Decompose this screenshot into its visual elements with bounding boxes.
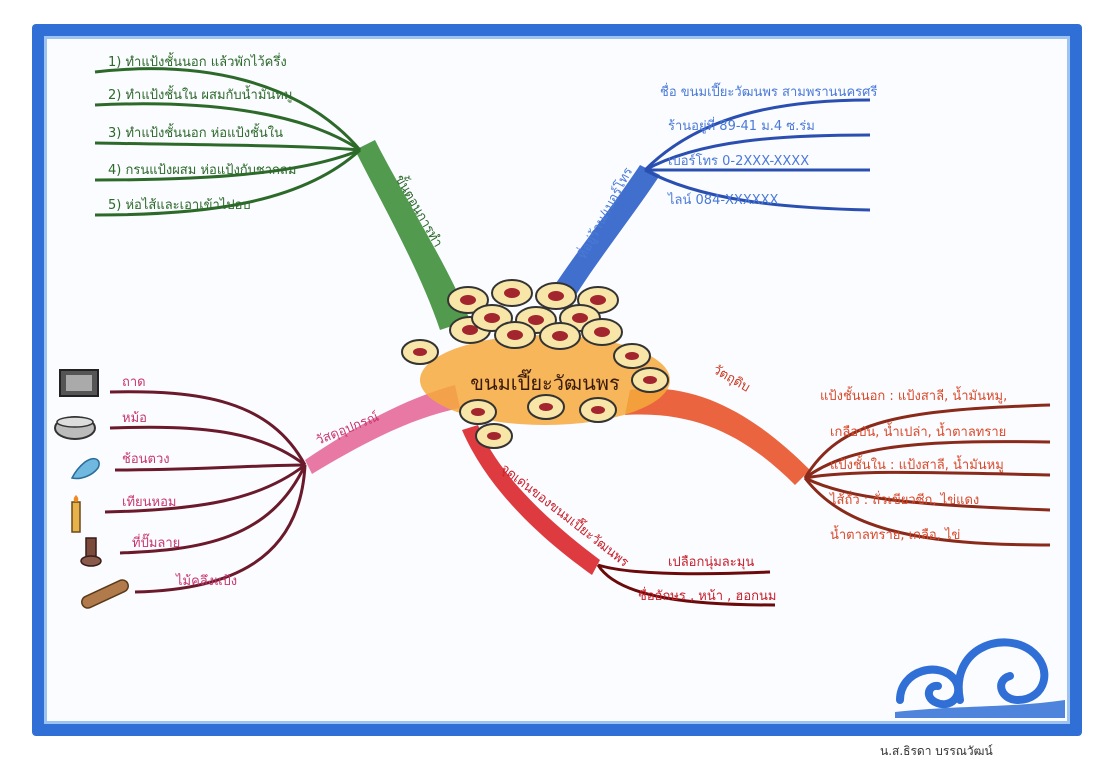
ingredients-trunk xyxy=(625,388,810,485)
steps-item-1: 1) ทำแป้งชั้นนอก แล้วพักไว้ครึ่ง xyxy=(108,52,287,70)
pastries-top xyxy=(448,280,622,349)
branch-tools: ถาด หม้อ ช้อนตวง เทียนหอม ที่ปั๊มลาย ไม้… xyxy=(105,375,460,592)
ingredients-item-5: น้ำตาลทราย, เกลือ, ไข่ xyxy=(830,525,960,543)
artist-signature: น.ส.ธิรดา บรรณวัฒน์ xyxy=(880,742,993,761)
shop-item-3: เบอร์โทร 0-2XXX-XXXX xyxy=(668,153,809,169)
shop-item-1: ชื่อ ขนมเปี๊ยะวัฒนพร สามพรานนครศรี xyxy=(660,82,877,100)
pastry-icon xyxy=(582,319,622,345)
candle-flame xyxy=(74,495,79,502)
ingredients-item-1: แป้งชั้นนอก : แป้งสาลี, น้ำมันหมู, xyxy=(820,386,1007,404)
tools-line-6 xyxy=(135,465,305,592)
branch-ingredients: แป้งชั้นนอก : แป้งสาลี, น้ำมันหมู, เกลือ… xyxy=(625,362,1050,545)
pastry-icon xyxy=(614,344,650,368)
pastry-icon xyxy=(632,368,668,392)
tools-item-4: เทียนหอม xyxy=(122,494,176,510)
features-item-1: เปลือกนุ่มละมุน xyxy=(668,554,754,570)
pastry-icon xyxy=(495,322,535,348)
tools-item-5: ที่ปั๊มลาย xyxy=(132,533,180,551)
branch-features: เปลือกนุ่มละมุน ชื่ออักษร , หน้า , ฮอกนม… xyxy=(462,425,776,605)
ingredients-item-3: แป้งชั้นใน : แป้งสาลี, น้ำมันหมู xyxy=(830,455,1004,473)
pastry-icon xyxy=(528,395,564,419)
ingredients-item-2: เกลือป่น, น้ำเปล่า, น้ำตาลทราย xyxy=(830,422,1006,440)
tools-item-1: ถาด xyxy=(122,375,146,390)
tools-item-3: ช้อนตวง xyxy=(122,452,170,467)
candle-icon xyxy=(72,502,80,532)
shop-item-2: ร้านอยู่ที่ 89-41 ม.4 ซ.ร่ม xyxy=(668,117,815,134)
steps-item-2: 2) ทำแป้งชั้นใน ผสมกับน้ำมันหมู xyxy=(108,85,292,103)
wave-base xyxy=(895,700,1065,718)
features-trunk xyxy=(462,425,600,575)
branch-shop: ชื่อ ขนมเปี๊ยะวัฒนพร สามพรานนครศรี ร้านอ… xyxy=(545,82,877,305)
pastry-icon xyxy=(402,340,438,364)
pastry-icon xyxy=(540,323,580,349)
tray-icon-inner xyxy=(66,375,92,391)
ingredients-line-3 xyxy=(805,472,1050,478)
stamp-icon-base xyxy=(81,556,101,566)
pot-icon-lid xyxy=(57,417,93,427)
branch-steps: 1) ทำแป้งชั้นนอก แล้วพักไว้ครึ่ง 2) ทำแป… xyxy=(95,52,470,330)
pastry-icon xyxy=(460,400,496,424)
features-item-2: ชื่ออักษร , หน้า , ฮอกนม xyxy=(638,587,776,604)
wave-swirl-left xyxy=(900,670,958,705)
stamp-icon xyxy=(86,538,96,558)
shop-item-4: ไลน์ 084-XXXXXX xyxy=(667,192,779,208)
center-title: ขนมเปี๊ยะวัฒนพร xyxy=(470,368,620,395)
steps-item-3: 3) ทำแป้งชั้นนอก ห่อแป้งชั้นใน xyxy=(108,123,283,141)
steps-item-4: 4) กรนแป้งผสม ห่อแป้งกับชากลม xyxy=(108,163,296,178)
pastry-icon xyxy=(580,398,616,422)
ingredients-branch-title: วัตถุดิบ xyxy=(710,362,752,395)
tools-item-2: หม้อ xyxy=(122,411,147,426)
tools-item-6: ไม้คลึงแป้ง xyxy=(175,573,237,589)
wave-swirl-right xyxy=(959,642,1045,700)
pastry-icon xyxy=(476,424,512,448)
wave-decoration xyxy=(895,642,1065,718)
pastry-icon xyxy=(536,283,576,309)
steps-line-3 xyxy=(95,143,360,150)
ingredients-item-4: ไส้ถั่ว : ถั่วเขียวซีก, ไข่แดง xyxy=(829,491,979,508)
tool-icons xyxy=(55,370,130,610)
rolling-pin-icon xyxy=(80,578,130,610)
measuring-spoon-icon xyxy=(72,459,99,479)
pastry-icon xyxy=(492,280,532,306)
steps-item-5: 5) ห่อไส้และเอาเข้าไปอบ xyxy=(108,197,251,213)
